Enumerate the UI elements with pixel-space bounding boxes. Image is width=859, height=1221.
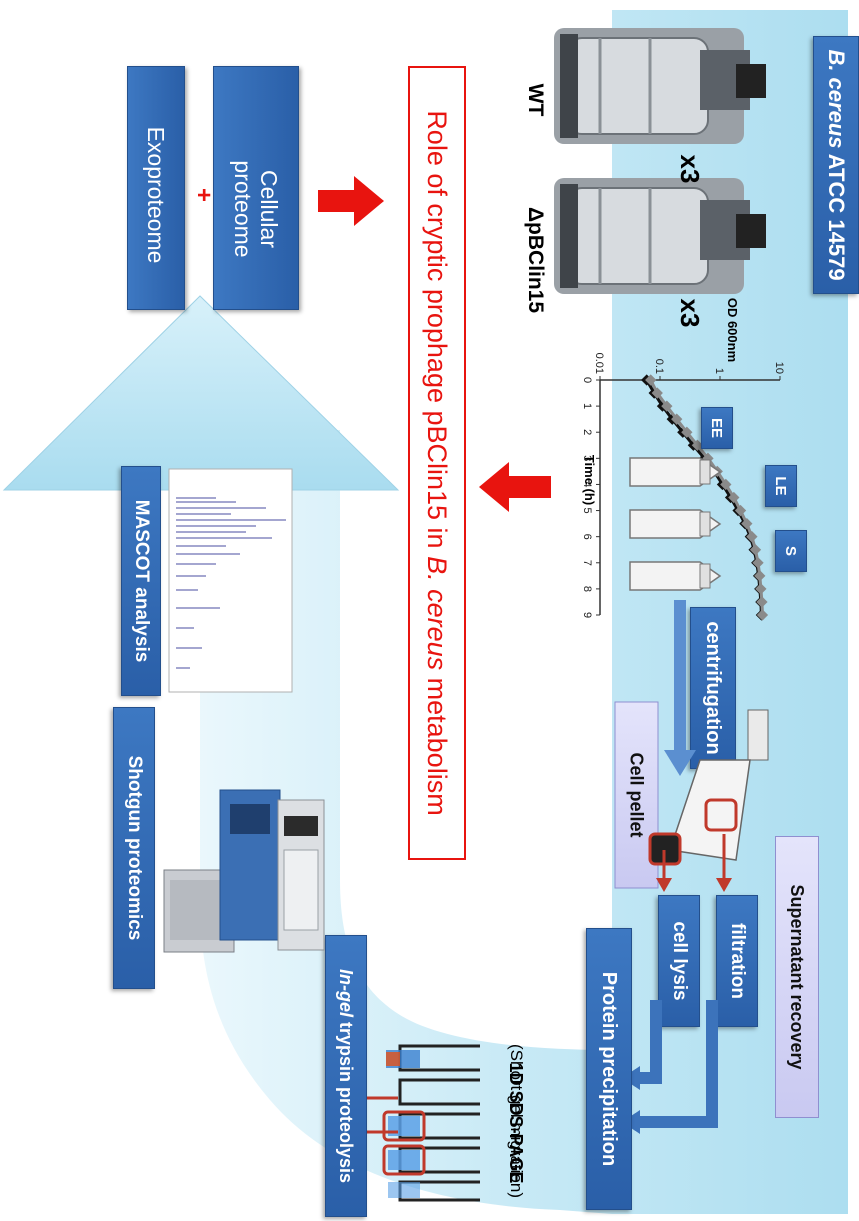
chart-point [651, 387, 663, 399]
mascot-analysis-step: MASCOT analysis [121, 466, 161, 696]
workflow-arrowhead [2, 295, 400, 491]
chart-x-tick-label: 2 [581, 429, 593, 435]
bioreactor-mutant [554, 178, 766, 294]
organism-label: B. cereus ATCC 14579 [813, 36, 859, 294]
replicates-wt: x3 [675, 154, 706, 184]
chart-point [734, 504, 747, 517]
shotgun-proteomics-step: Shotgun proteomics [113, 707, 155, 989]
protein-precipitation-step: Protein precipitation [586, 928, 632, 1210]
chart-point [741, 517, 753, 530]
chart-x-tick-label: 8 [581, 586, 593, 592]
chart-y-tick-label: 1 [713, 368, 725, 374]
exoproteome-box [127, 66, 185, 310]
chart-point [752, 557, 764, 569]
chart-x-tick-label: 9 [581, 612, 593, 618]
strain-label-wt: WT [524, 83, 547, 117]
chart-point [728, 491, 740, 504]
replicates-mutant: x3 [675, 298, 706, 328]
chart-point [756, 609, 769, 621]
growth-chart: 0.01 0.1 1 10 0 1 2 3 4 5 6 7 8 9 [581, 353, 785, 621]
chart-y-tick-label: 0.01 [593, 353, 605, 374]
falcon-tube [648, 709, 769, 866]
red-arrow-to-title [479, 462, 551, 512]
title-text: Role of cryptic prophage pBClin15 in B. … [422, 110, 453, 816]
chart-x-tick-label: 3 [581, 455, 593, 461]
phase-label-s: S [775, 530, 807, 572]
tube-le [629, 509, 722, 539]
sds-page-note: (Short gel migration) [507, 1043, 526, 1198]
chart-y-tick-label: 0.1 [653, 359, 665, 374]
chart-x-tick-label: 7 [581, 560, 593, 566]
chart-y-tick-label: 10 [773, 362, 785, 374]
culture-tubes [629, 457, 722, 591]
tube-to-step-arrows [656, 834, 732, 892]
red-arrow-to-proteome [318, 176, 384, 226]
plus-sign: + [190, 187, 217, 202]
chart-xlabel: Time (h) [582, 454, 598, 506]
chart-x-tick-label: 4 [581, 481, 593, 487]
title-box [408, 66, 466, 860]
chart-x-tick-label: 5 [581, 507, 593, 513]
tube-s [629, 561, 722, 591]
mass-spectrometer-photo [163, 789, 325, 953]
exoproteome-label: Exoproteome [143, 126, 170, 264]
cellular-proteome-box [213, 66, 299, 310]
chart-point [755, 583, 767, 595]
gel-band-2 [388, 1150, 420, 1170]
supernatant-label: Supernatant recovery [775, 836, 819, 1118]
chart-ylabel: OD 600nm [725, 297, 741, 363]
phase-label-le: LE [765, 465, 797, 507]
centrifugation-arrow [664, 600, 696, 776]
trypsin-proteolysis-step: In-gel trypsin proteolysis [325, 935, 367, 1217]
sds-gel [382, 1044, 480, 1202]
bioreactor-wt [554, 28, 766, 144]
chart-x-tick-label: 0 [581, 377, 593, 383]
phase-label-ee: EE [701, 407, 733, 449]
tube-ee [629, 457, 722, 487]
chart-point [756, 596, 768, 608]
chart-x-tick-label: 1 [581, 403, 593, 409]
chart-point [754, 570, 766, 582]
cellular-proteome-label: Cellular proteome [230, 160, 283, 258]
chart-x-tick-label: 6 [581, 534, 593, 540]
strain-label-mutant: ΔpBClin15 [524, 206, 547, 314]
mass-spectrum-plot [168, 468, 293, 693]
supernatant-highlight [704, 798, 738, 832]
bioreactor-photos [554, 28, 766, 294]
